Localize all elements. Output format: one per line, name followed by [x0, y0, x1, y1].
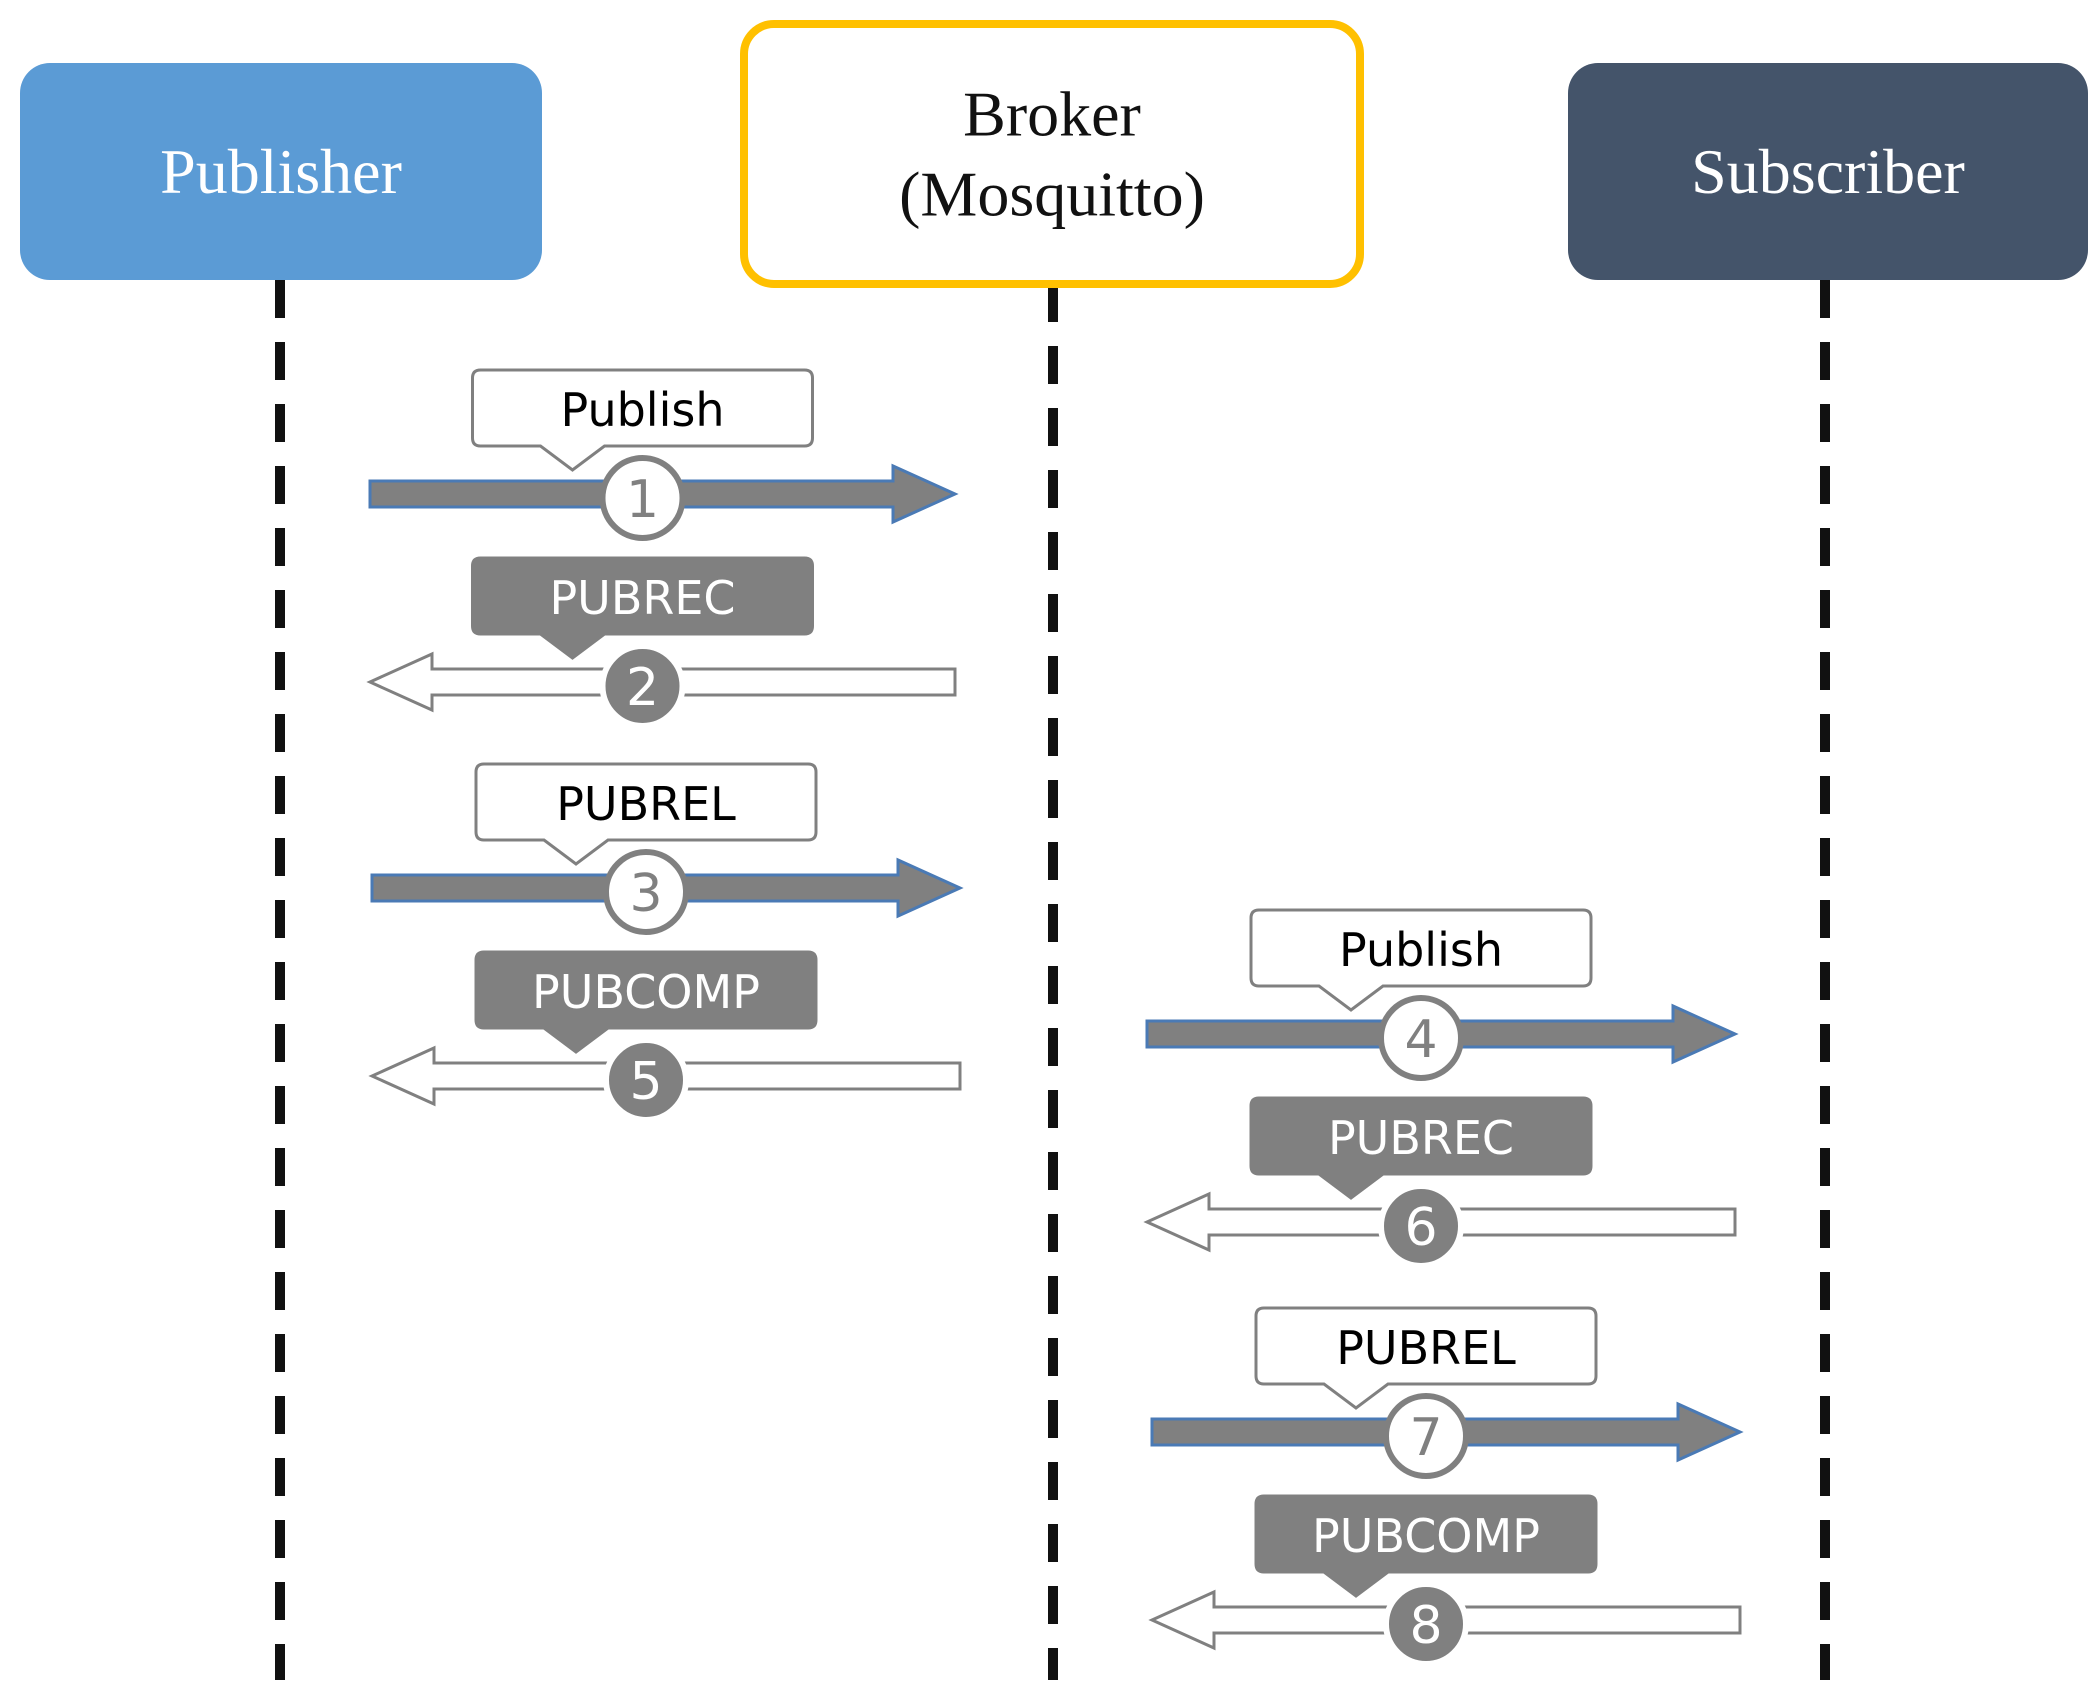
message-3: PUBREL 3 [370, 762, 964, 935]
message-6-label: PUBREC [1328, 1111, 1514, 1165]
subscriber-box-shape [1568, 63, 2088, 280]
broker-box-shape [740, 20, 1364, 288]
message-5: PUBCOMP 5 [368, 950, 962, 1123]
message-2: PUBREC 2 [366, 556, 957, 729]
broker-label: (Mosquitto) [899, 159, 1205, 230]
message-1-badge [599, 455, 686, 541]
message-6-number: 6 [1404, 1198, 1437, 1258]
broker-label: Broker [963, 79, 1141, 150]
message-5-badge [603, 1037, 689, 1123]
message-4-callout [1249, 908, 1593, 1012]
message-7-number: 7 [1409, 1408, 1442, 1468]
message-8-label: PUBCOMP [1312, 1509, 1540, 1563]
publisher-label: Publisher [160, 136, 402, 207]
message-8-callout [1254, 1494, 1598, 1598]
message-3-badge [603, 849, 689, 935]
message-3-number: 3 [629, 864, 662, 924]
message-2-number: 2 [626, 658, 659, 718]
message-2-label: PUBREC [549, 571, 735, 625]
broker-box: Broker (Mosquitto) [740, 20, 1364, 288]
message-8: PUBCOMP 8 [1148, 1494, 1742, 1667]
message-1-label: Publish [561, 383, 725, 437]
message-7-label: PUBREL [1336, 1321, 1516, 1375]
subscriber-label: Subscriber [1691, 136, 1965, 207]
message-5-label: PUBCOMP [532, 965, 760, 1019]
message-4: Publish 4 [1145, 908, 1739, 1081]
message-8-badge [1383, 1581, 1469, 1667]
message-7-badge [1383, 1393, 1469, 1479]
message-1-number: 1 [626, 470, 659, 530]
message-8-number: 8 [1409, 1596, 1442, 1656]
message-3-label: PUBREL [556, 777, 736, 831]
message-7-callout [1254, 1306, 1598, 1410]
message-3-callout [474, 762, 818, 866]
publisher-box: Publisher [20, 63, 542, 280]
message-6: PUBREC 6 [1143, 1096, 1737, 1269]
message-6-callout [1249, 1096, 1593, 1200]
message-6-badge [1378, 1183, 1464, 1269]
message-1-callout [471, 368, 814, 472]
message-5-number: 5 [629, 1052, 662, 1112]
message-2-callout [471, 556, 814, 660]
message-5-callout [474, 950, 818, 1054]
publisher-box-shape [20, 63, 542, 280]
message-4-badge [1378, 995, 1464, 1081]
message-4-number: 4 [1404, 1010, 1437, 1070]
subscriber-box: Subscriber [1568, 63, 2088, 280]
message-2-badge [599, 643, 686, 729]
message-1: Publish 1 [368, 368, 959, 541]
message-4-label: Publish [1339, 923, 1503, 977]
message-7: PUBREL 7 [1150, 1306, 1744, 1479]
